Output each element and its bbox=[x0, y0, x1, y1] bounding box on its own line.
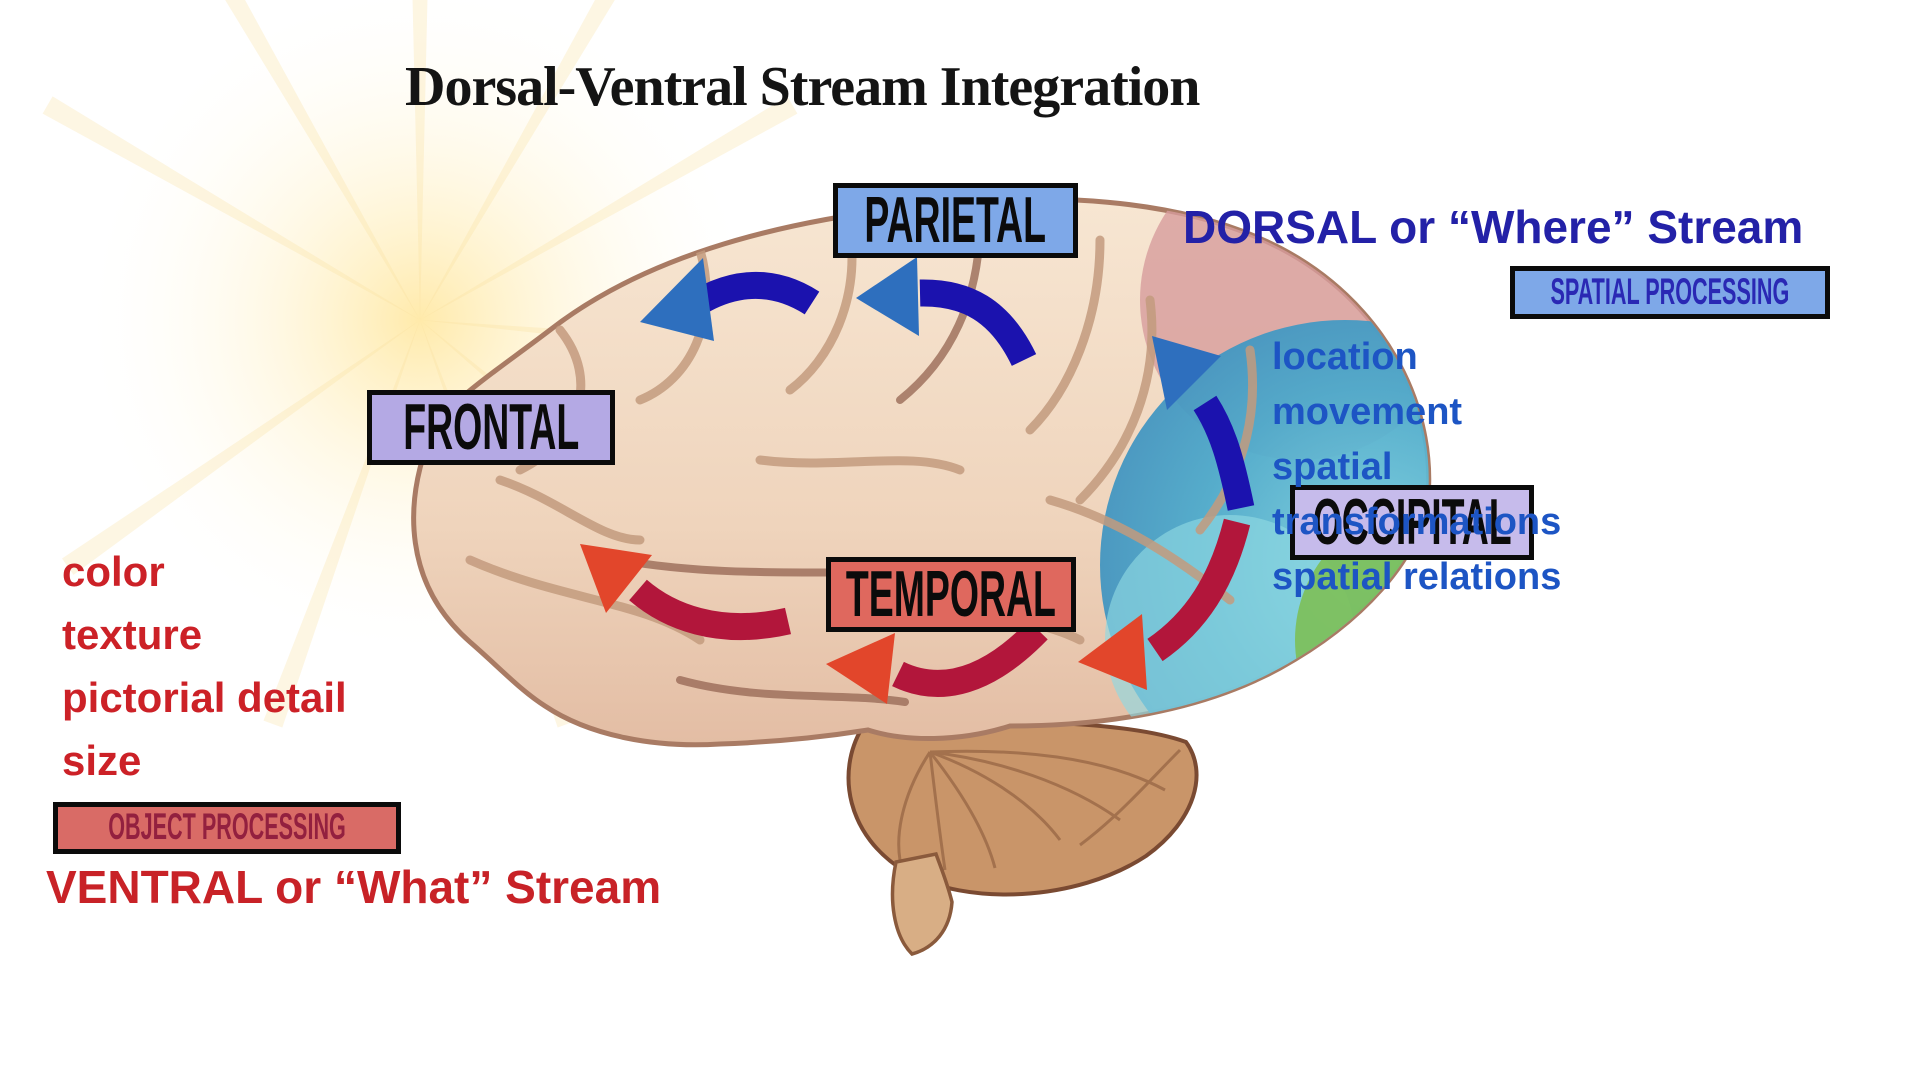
label-frontal: FRONTAL bbox=[367, 390, 615, 465]
ventral-feature-list: color texture pictorial detail size bbox=[62, 540, 402, 792]
label-temporal: TEMPORAL bbox=[826, 557, 1076, 632]
ventral-feature-item: size bbox=[62, 737, 142, 784]
dorsal-arrow-heads bbox=[640, 257, 1221, 410]
dorsal-feature-item: movement bbox=[1272, 391, 1463, 433]
spatial-processing-badge: SPATIAL PROCESSING bbox=[1510, 266, 1830, 319]
cerebellum bbox=[846, 719, 1199, 897]
brainstem bbox=[890, 851, 954, 956]
ventral-arrow-heads bbox=[580, 544, 1147, 704]
label-occipital: OCCIPITAL bbox=[1290, 485, 1534, 560]
frontal-label-text: FRONTAL bbox=[402, 391, 580, 464]
dorsal-feature-item: spatial relations bbox=[1272, 556, 1562, 598]
page-title: Dorsal-Ventral Stream Integration bbox=[405, 56, 1200, 118]
ventral-stream-arrows bbox=[580, 518, 1251, 704]
object-processing-badge: OBJECT PROCESSING bbox=[53, 802, 401, 854]
spatial-processing-badge-text: SPATIAL PROCESSING bbox=[1550, 271, 1790, 313]
dorsal-feature-item: location bbox=[1272, 336, 1418, 378]
parietal-label-text: PARIETAL bbox=[864, 184, 1047, 257]
dorsal-stream-arrows bbox=[640, 257, 1255, 511]
label-parietal: PARIETAL bbox=[833, 183, 1078, 258]
temporal-label-text: TEMPORAL bbox=[845, 558, 1057, 631]
ventral-feature-item: color bbox=[62, 548, 165, 595]
ventral-feature-item: pictorial detail bbox=[62, 674, 347, 721]
dorsal-feature-list: location movement spatial transformation… bbox=[1272, 330, 1602, 605]
ventral-stream-heading: VENTRAL or “What” Stream bbox=[46, 861, 662, 913]
dorsal-stream-heading: DORSAL or “Where” Stream bbox=[1183, 201, 1804, 253]
dorsal-feature-item: spatial transformations bbox=[1272, 446, 1562, 543]
ventral-feature-item: texture bbox=[62, 611, 203, 658]
occipital-label-text: OCCIPITAL bbox=[1312, 486, 1512, 559]
object-processing-badge-text: OBJECT PROCESSING bbox=[108, 806, 346, 848]
sunburst-glow bbox=[42, 0, 850, 728]
